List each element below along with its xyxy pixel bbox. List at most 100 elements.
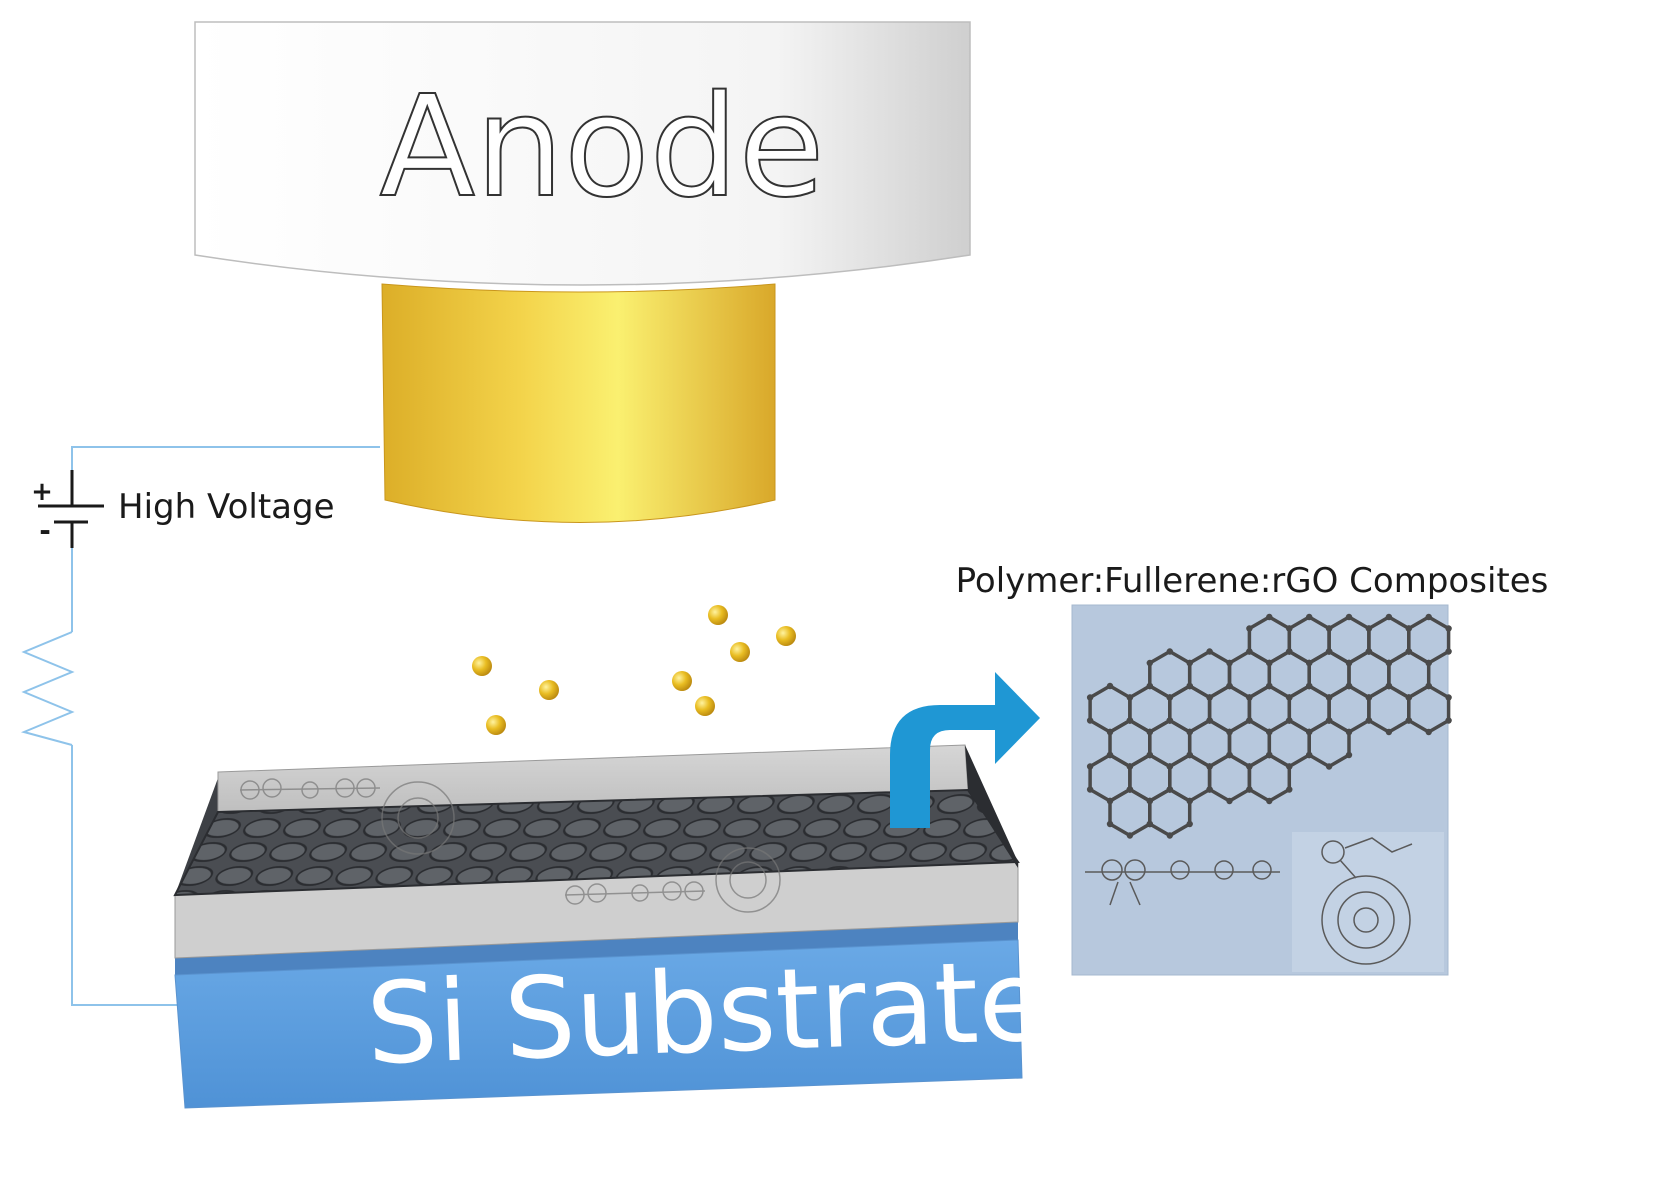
rgo-atom [1405, 717, 1413, 724]
rgo-atom [1146, 820, 1154, 828]
rgo-atom [1126, 717, 1134, 724]
rgo-atom [1106, 751, 1114, 759]
particle [730, 642, 750, 662]
particle [539, 680, 559, 700]
film-right-wall [965, 745, 1018, 868]
rgo-atom [1126, 763, 1134, 770]
composite-film [173, 744, 1020, 959]
rgo-atom [1206, 763, 1213, 770]
rgo-atom [1425, 659, 1432, 667]
rgo-atom [1345, 751, 1353, 759]
rgo-atom [1126, 786, 1134, 793]
battery-minus-sign: - [39, 514, 51, 547]
rgo-atom [1385, 728, 1393, 736]
rgo-atom [1306, 682, 1313, 690]
rgo-atom [1126, 832, 1134, 839]
rgo-atom [1266, 659, 1273, 667]
rgo-atom [1206, 694, 1213, 701]
rgo-atom [1286, 717, 1293, 724]
rgo-atom [1086, 786, 1094, 793]
rgo-atom [1385, 659, 1393, 667]
rgo-atom [1266, 682, 1273, 690]
rgo-atom [1106, 682, 1114, 690]
rgo-atom [1086, 694, 1094, 701]
rgo-atom [1186, 820, 1193, 828]
rgo-atom [1246, 763, 1253, 770]
rgo-atom [1226, 659, 1233, 667]
particle [472, 656, 492, 676]
rgo-atom [1325, 625, 1333, 632]
rgo-atom [1345, 728, 1353, 736]
inset-fullerene-structure [1321, 837, 1413, 965]
rgo-atom [1266, 728, 1273, 736]
rgo-atom [1425, 728, 1432, 736]
rgo-atom [1385, 613, 1393, 621]
rgo-atom [1206, 648, 1213, 655]
rgo-atom [1325, 694, 1333, 701]
rgo-atom [1186, 728, 1193, 736]
rgo-atom [1166, 717, 1174, 724]
rgo-atom [1365, 694, 1373, 701]
rgo-atom [1425, 613, 1432, 621]
rgo-atom [1425, 682, 1432, 690]
rgo-atom [1146, 797, 1154, 805]
rgo-atom [1286, 786, 1293, 793]
rgo-atom [1246, 786, 1253, 793]
particle [486, 715, 506, 735]
rgo-atom [1405, 648, 1413, 655]
rgo-atom [1306, 613, 1313, 621]
rgo-atom [1186, 797, 1193, 805]
rgo-atom [1146, 682, 1154, 690]
rgo-atom [1086, 717, 1094, 724]
si-substrate: Si Substrate [174, 922, 1049, 1109]
arrow-icon [890, 672, 1040, 828]
rgo-atom [1286, 694, 1293, 701]
resistor-icon [20, 631, 75, 746]
electrode-tip [381, 283, 776, 523]
circuit-wire-top [71, 446, 380, 490]
particle [708, 605, 728, 625]
rgo-atom [1106, 797, 1114, 805]
substrate-label: Si Substrate [364, 936, 1049, 1090]
rgo-atom [1286, 763, 1293, 770]
rgo-atom [1385, 682, 1393, 690]
rgo-atom [1146, 751, 1154, 759]
rgo-atom [1146, 728, 1154, 736]
rgo-atom [1166, 832, 1174, 839]
rgo-atom [1365, 648, 1373, 655]
rgo-atom [1365, 625, 1373, 632]
inset-panel-lower-right [1292, 832, 1444, 972]
substrate-front-face [174, 939, 1023, 1109]
polymer-sketch [239, 778, 706, 905]
rgo-atom [1325, 763, 1333, 770]
rgo-atom [1266, 797, 1273, 805]
rgo-atom [1286, 648, 1293, 655]
rgo-atom [1246, 648, 1253, 655]
rgo-atom [1306, 659, 1313, 667]
anode-body [194, 21, 971, 286]
substrate-top-face [175, 922, 1018, 975]
rgo-atom [1325, 717, 1333, 724]
composite-inset [1071, 604, 1452, 976]
inset-polymer-structure [1085, 859, 1280, 906]
rgo-atom [1445, 694, 1452, 701]
rgo-atom [1146, 659, 1154, 667]
rgo-atom [1166, 763, 1174, 770]
rgo-atom [1445, 625, 1452, 632]
rgo-atom [1166, 786, 1174, 793]
anode-label: Anode [379, 66, 824, 229]
gold-particles [472, 605, 796, 735]
battery-icon [38, 470, 104, 548]
rgo-atom [1226, 728, 1233, 736]
rgo-atom [1246, 717, 1253, 724]
film-left-wall [175, 778, 218, 895]
rgo-atom [1186, 682, 1193, 690]
fullerene-sketch [381, 781, 781, 913]
rgo-atom [1405, 694, 1413, 701]
particle [672, 671, 692, 691]
rgo-atom [1106, 728, 1114, 736]
rgo-atom [1246, 694, 1253, 701]
rgo-atom [1445, 717, 1452, 724]
particle [695, 696, 715, 716]
